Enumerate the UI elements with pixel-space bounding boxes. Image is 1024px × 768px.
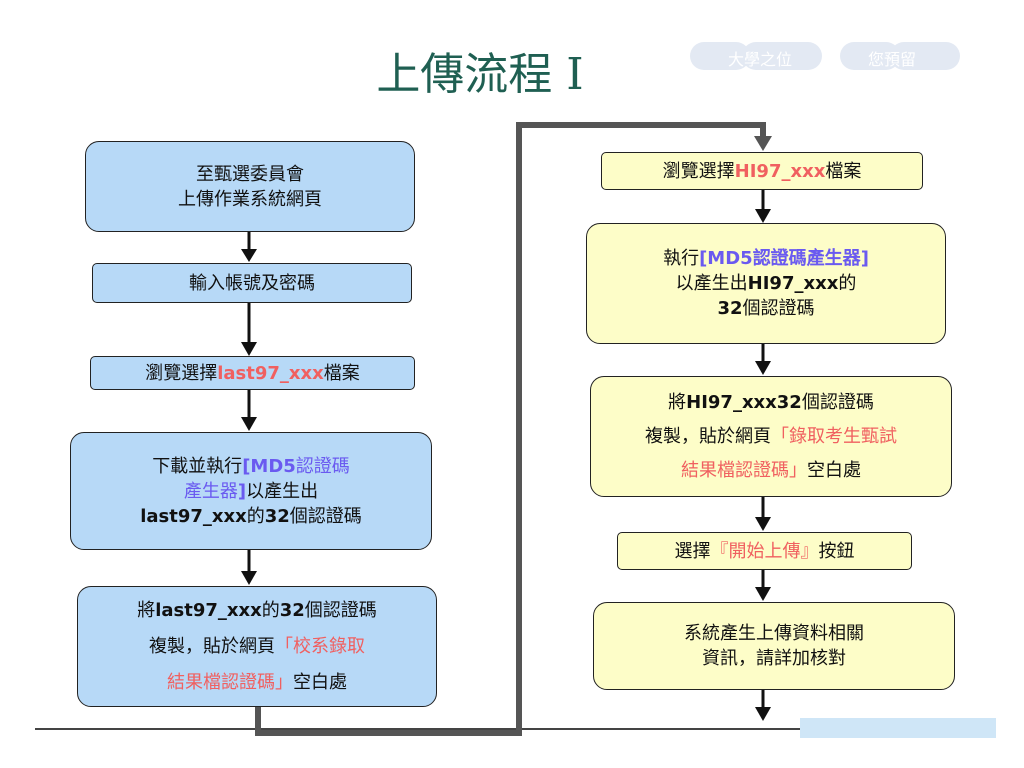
right-step-3: 將HI97_xxx32個認證碼 複製，貼於網頁「錄取考生甄試 結果檔認證碼」空白… (590, 376, 952, 497)
left-step-5-l1-b: last97_xxx (155, 599, 262, 621)
right-step-1-prefix: 瀏覽選擇 (662, 160, 735, 182)
right-step-2-l2-c: 的 (838, 273, 857, 294)
left-step-4-l2-a: 產生器 (183, 480, 238, 502)
left-step-4-l2-c: 以產生出 (246, 480, 319, 502)
right-step-3-l1-a: 將 (668, 391, 687, 413)
left-step-5: 將last97_xxx的32個認證碼 複製，貼於網頁「校系錄取 結果檔認證碼」空… (77, 586, 437, 707)
right-step-3-l2-a: 複製，貼於網頁 (645, 425, 771, 447)
arrowhead-left-3 (241, 417, 257, 431)
arrowhead-right-2 (755, 361, 771, 375)
right-step-1-text: 瀏覽選擇HI97_xxx檔案 (663, 159, 862, 184)
left-step-2-text: 輸入帳號及密碼 (189, 272, 315, 294)
left-step-5-l3-a: 結果檔認證碼」 (167, 671, 293, 693)
left-step-5-l2-a: 複製，貼於網頁 (149, 635, 275, 657)
left-step-5-l3-b: 空白處 (293, 671, 347, 693)
left-step-4-l3-b: 的 (246, 505, 265, 527)
right-step-3-l1-c: 個認證碼 (801, 391, 874, 413)
right-step-1-file: HI97_xxx (734, 160, 826, 182)
right-step-3-l2-b: 「錄取考生甄試 (771, 425, 897, 447)
left-step-4-line-1: 下載並執行[MD5認證碼 (152, 454, 350, 479)
left-step-5-l2-b: 「校系錄取 (275, 635, 365, 657)
left-step-1-line-2: 上傳作業系統網頁 (178, 188, 322, 210)
right-step-2-l1-c: 認證碼產生器 (752, 248, 861, 269)
left-step-3-text: 瀏覽選擇last97_xxx檔案 (145, 361, 360, 386)
left-step-4-l1-b: [MD5 (242, 455, 296, 477)
logo-bubble-left (690, 42, 750, 70)
left-step-5-l1-a: 將 (137, 599, 156, 621)
left-step-4-l3-a: last97_xxx (140, 505, 247, 527)
left-step-3-suffix: 檔案 (323, 362, 360, 384)
right-step-5: 系統產生上傳資料相關 資訊，請詳加核對 (593, 602, 955, 690)
right-step-2-l2-a: 以產生出 (675, 273, 748, 294)
left-step-3-prefix: 瀏覽選擇 (145, 362, 218, 384)
logo: 大學之位 您預留 (690, 40, 960, 72)
logo-bubble-mid (742, 42, 822, 70)
left-step-5-l1-c: 的 (261, 599, 280, 621)
left-step-5-line-1: 將last97_xxx的32個認證碼 (137, 593, 377, 629)
arrowhead-right-4 (755, 587, 771, 601)
arrowhead-right-3 (755, 517, 771, 531)
left-step-5-line-3: 結果檔認證碼」空白處 (167, 665, 347, 701)
left-step-1: 至甄選委員會 上傳作業系統網頁 (85, 141, 415, 232)
left-step-4-l1-a: 下載並執行 (152, 455, 243, 477)
arrowhead-left-1 (241, 249, 257, 262)
right-step-1: 瀏覽選擇HI97_xxx檔案 (601, 152, 923, 190)
left-step-4-line-3: last97_xxx的32個認證碼 (140, 504, 362, 529)
left-step-5-l1-e: 個認證碼 (304, 599, 377, 621)
right-step-3-line-3: 結果檔認證碼」空白處 (681, 454, 861, 488)
right-step-5-line-2: 資訊，請詳加核對 (702, 648, 846, 669)
left-step-4-l2-b: ] (237, 480, 247, 502)
right-step-3-line-2: 複製，貼於網頁「錄取考生甄試 (645, 420, 897, 454)
left-step-4-l3-d: 個認證碼 (289, 505, 362, 527)
left-step-5-l1-d: 32 (279, 599, 305, 621)
arrowhead-right-1 (755, 209, 771, 223)
left-step-3: 瀏覽選擇last97_xxx檔案 (90, 356, 415, 390)
right-step-2-line-1: 執行[MD5認證碼產生器] (663, 246, 869, 271)
logo-text-1: 大學之位 (728, 50, 793, 69)
left-step-3-file: last97_xxx (217, 362, 324, 384)
right-step-3-l1-b: HI97_xxx32 (686, 391, 802, 413)
column-connector-arrowhead (754, 136, 772, 151)
left-step-4-line-2: 產生器]以產生出 (184, 479, 318, 504)
arrowhead-right-5 (755, 707, 771, 721)
left-step-4: 下載並執行[MD5認證碼 產生器]以產生出 last97_xxx的32個認證碼 (70, 432, 432, 550)
left-step-4-l1-c: 認證碼 (295, 455, 350, 477)
right-step-2-l3-b: 個認證碼 (742, 298, 815, 319)
left-step-4-l3-c: 32 (264, 505, 290, 527)
right-step-4-suffix: 按鈕 (818, 540, 855, 562)
left-step-2: 輸入帳號及密碼 (92, 263, 412, 303)
right-step-3-l3-b: 空白處 (807, 459, 861, 481)
logo-bubble-right (890, 42, 960, 70)
column-connector (255, 122, 766, 736)
right-step-1-suffix: 檔案 (825, 160, 862, 182)
page-title: 上傳流程 I (376, 49, 584, 100)
right-step-2-l1-d: ] (860, 248, 869, 269)
logo-text-2: 您預留 (868, 50, 917, 69)
right-step-5-line-1: 系統產生上傳資料相關 (684, 623, 864, 644)
footer-bar (800, 718, 996, 738)
right-step-2-line-3: 32個認證碼 (717, 296, 814, 321)
right-step-4-prefix: 選擇 (674, 540, 711, 562)
right-step-4-text: 選擇『開始上傳』按鈕 (675, 539, 855, 564)
right-step-4-quote: 『開始上傳』 (710, 540, 819, 562)
right-step-2-line-2: 以產生出HI97_xxx的 (676, 271, 857, 296)
right-step-2-l3-a: 32 (717, 298, 743, 319)
left-step-5-line-2: 複製，貼於網頁「校系錄取 (149, 629, 365, 665)
left-step-1-line-1: 至甄選委員會 (196, 163, 304, 185)
right-step-2-l1-b: [MD5 (699, 248, 753, 269)
right-step-3-line-1: 將HI97_xxx32個認證碼 (668, 386, 874, 420)
arrowhead-left-4 (241, 571, 257, 585)
right-step-2: 執行[MD5認證碼產生器] 以產生出HI97_xxx的 32個認證碼 (586, 223, 946, 344)
right-step-4: 選擇『開始上傳』按鈕 (617, 532, 912, 570)
right-step-2-l2-b: HI97_xxx (747, 273, 839, 294)
right-step-2-l1-a: 執行 (663, 248, 700, 269)
arrowhead-left-2 (241, 342, 257, 356)
right-step-3-l3-a: 結果檔認證碼」 (681, 459, 807, 481)
